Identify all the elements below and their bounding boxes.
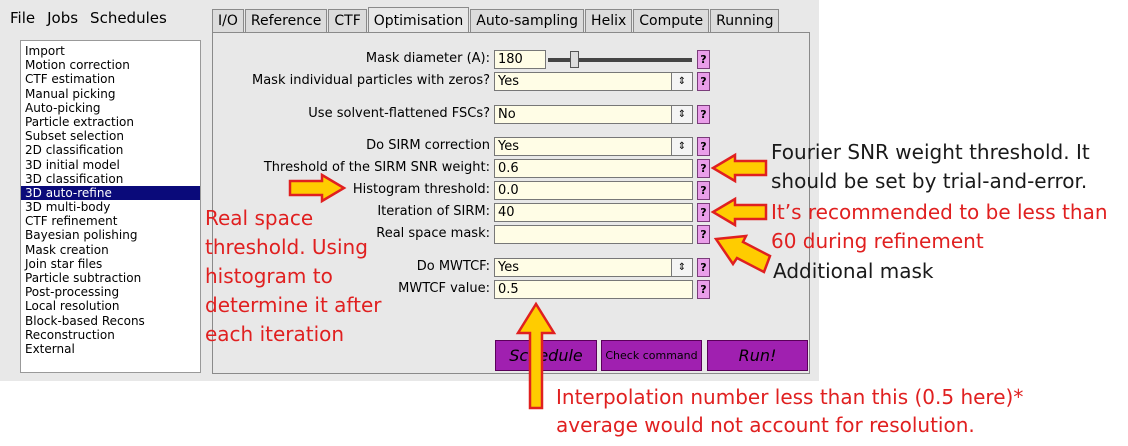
job-list-item[interactable]: Join star files: [25, 256, 103, 271]
sirm-label: Do SIRM correction: [366, 138, 490, 153]
note-iteration-line1: It’s recommended to be less than: [771, 200, 1108, 224]
arrow-sirm-snr-icon: [710, 152, 768, 184]
mwtcf-value-input[interactable]: 0.5: [494, 280, 693, 299]
help-mwtcf-value-button[interactable]: ?: [697, 280, 710, 299]
job-list-item[interactable]: 3D classification: [25, 171, 124, 186]
mask-diameter-slider-track[interactable]: [548, 58, 692, 62]
mask-diameter-slider-knob[interactable]: [570, 51, 579, 68]
job-list-item[interactable]: Reconstruction: [25, 327, 115, 342]
tab-compute[interactable]: Compute: [633, 9, 710, 32]
note-interp-line1: Interpolation number less than this (0.5…: [556, 385, 1024, 409]
mask-zeros-select[interactable]: Yes ⇕: [494, 72, 693, 91]
help-solvent-fsc-button[interactable]: ?: [697, 105, 710, 124]
tab-ctf[interactable]: CTF: [328, 9, 367, 32]
sirm-iteration-label: Iteration of SIRM:: [377, 204, 490, 219]
solvent-fsc-label: Use solvent-flattened FSCs?: [308, 106, 490, 121]
solvent-fsc-value: No: [498, 107, 516, 122]
note-fourier-line1: Fourier SNR weight threshold. It: [771, 140, 1090, 164]
note-real-line3: histogram to: [205, 264, 333, 288]
job-list-item[interactable]: External: [25, 341, 75, 356]
arrow-mask-icon: [713, 234, 772, 274]
help-iteration-button[interactable]: ?: [697, 203, 710, 222]
arrow-histogram-icon: [288, 172, 347, 204]
note-iteration-line2: 60 during refinement: [771, 229, 984, 253]
note-real-line1: Real space: [205, 206, 314, 230]
job-list-item[interactable]: Particle subtraction: [25, 271, 142, 285]
job-list-item[interactable]: Particle extraction: [25, 114, 135, 129]
job-list-item[interactable]: Post-processing: [25, 285, 120, 300]
help-histogram-button[interactable]: ?: [697, 181, 710, 200]
job-list-item[interactable]: CTF refinement: [25, 214, 118, 229]
sirm-snr-input[interactable]: 0.6: [494, 159, 693, 178]
mask-zeros-value: Yes: [498, 74, 519, 89]
dropdown-arrow-icon: ⇕: [671, 73, 692, 90]
note-additional-mask: Additional mask: [773, 259, 934, 283]
job-list-item[interactable]: 3D auto-refine: [21, 185, 200, 201]
note-real-line2: threshold. Using: [205, 235, 368, 259]
real-space-mask-label: Real space mask:: [376, 226, 490, 241]
sirm-select[interactable]: Yes ⇕: [494, 137, 693, 156]
mwtcf-value-label: MWTCF value:: [398, 281, 490, 296]
help-mwtcf-button[interactable]: ?: [697, 258, 710, 277]
menu-file[interactable]: File: [10, 9, 36, 27]
job-list-item[interactable]: Block-based Recons: [25, 313, 145, 328]
tab-optimisation[interactable]: Optimisation: [367, 7, 470, 32]
tab-running[interactable]: Running: [710, 9, 780, 32]
job-list-item[interactable]: Mask creation: [25, 242, 109, 257]
schedule-button[interactable]: Schedule: [495, 340, 597, 371]
menu-jobs[interactable]: Jobs: [47, 9, 79, 27]
note-interp-line2: average would not account for resolution…: [556, 413, 975, 437]
tab-reference[interactable]: Reference: [244, 9, 328, 32]
note-real-line5: each iteration: [205, 322, 345, 346]
mask-diameter-label: Mask diameter (A):: [365, 51, 490, 66]
job-list-item[interactable]: Auto-picking: [25, 100, 101, 115]
tab-auto-sampling[interactable]: Auto-sampling: [470, 9, 585, 32]
job-list-item[interactable]: Subset selection: [25, 129, 124, 144]
dropdown-arrow-icon: ⇕: [671, 259, 692, 276]
solvent-fsc-select[interactable]: No ⇕: [494, 105, 693, 124]
job-list-item[interactable]: Motion correction: [25, 58, 130, 73]
histogram-threshold-label: Histogram threshold:: [352, 182, 490, 197]
sirm-iteration-input[interactable]: 40: [494, 203, 693, 222]
dropdown-arrow-icon: ⇕: [671, 106, 692, 123]
dropdown-arrow-icon: ⇕: [671, 138, 692, 155]
job-list-item[interactable]: 3D initial model: [25, 157, 120, 172]
job-list-item[interactable]: CTF estimation: [25, 72, 116, 87]
arrow-mwtcf-icon: [515, 301, 557, 410]
note-fourier-line2: should be set by trial-and-error.: [771, 169, 1088, 193]
job-list-item[interactable]: Bayesian polishing: [25, 228, 138, 243]
help-sirm-button[interactable]: ?: [697, 137, 710, 156]
note-real-line4: determine it after: [205, 293, 382, 317]
menu-schedules[interactable]: Schedules: [90, 9, 167, 27]
help-sirm-snr-button[interactable]: ?: [697, 159, 710, 178]
help-mask-diameter-button[interactable]: ?: [697, 50, 710, 69]
tab-helix[interactable]: Helix: [585, 9, 633, 32]
run-button[interactable]: Run!: [707, 340, 808, 371]
job-list-item[interactable]: 2D classification: [25, 143, 124, 158]
mwtcf-value: Yes: [498, 260, 519, 275]
job-list-item[interactable]: Local resolution: [25, 299, 120, 314]
sirm-snr-label: Threshold of the SIRM SNR weight:: [263, 160, 490, 175]
menu-bar: File Jobs Schedules: [0, 0, 205, 36]
help-real-space-mask-button[interactable]: ?: [697, 225, 710, 244]
mwtcf-select[interactable]: Yes ⇕: [494, 258, 693, 277]
histogram-threshold-input[interactable]: 0.0: [494, 181, 693, 200]
help-mask-zeros-button[interactable]: ?: [697, 72, 710, 91]
job-list-item[interactable]: Manual picking: [25, 86, 116, 101]
mask-diameter-input[interactable]: 180: [494, 50, 546, 69]
sirm-value: Yes: [498, 139, 519, 154]
mwtcf-label: Do MWTCF:: [416, 259, 490, 274]
job-list-item[interactable]: 3D multi-body: [25, 200, 111, 215]
arrow-iteration-icon: [710, 196, 768, 228]
check-command-button[interactable]: Check command: [601, 340, 702, 371]
mask-zeros-label: Mask individual particles with zeros?: [252, 73, 490, 88]
real-space-mask-input[interactable]: [494, 225, 693, 244]
tab-i-o[interactable]: I/O: [212, 9, 244, 32]
job-list-item[interactable]: Import: [25, 44, 65, 58]
